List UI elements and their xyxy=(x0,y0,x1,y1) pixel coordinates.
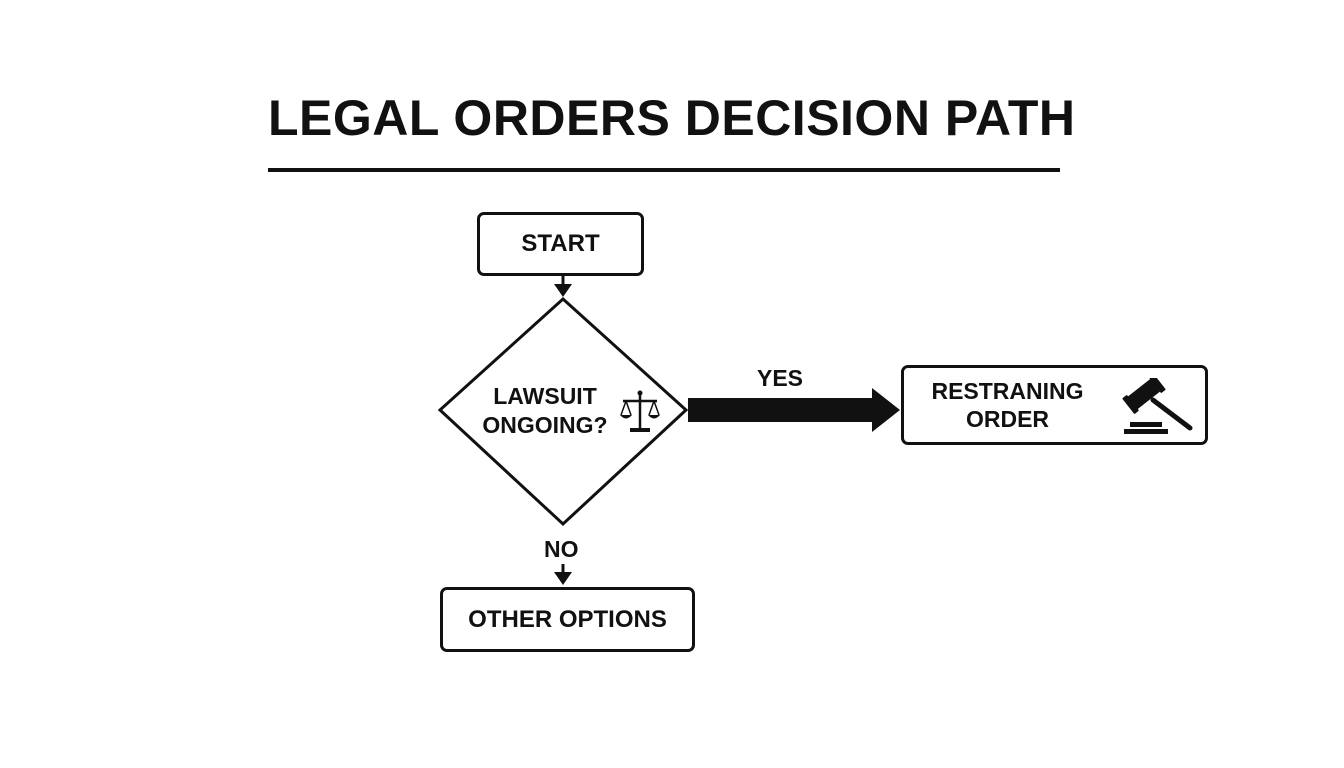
restraining-line-2: ORDER xyxy=(965,406,1050,432)
yes-arrow-shaft xyxy=(688,398,872,422)
arrowhead-start-to-decision xyxy=(554,284,572,297)
yes-arrowhead xyxy=(872,388,900,432)
decision-diamond xyxy=(437,296,689,527)
decision-line-1: LAWSUIT xyxy=(493,383,597,409)
restraining-order-node: RESTRANING ORDER xyxy=(901,365,1208,445)
other-options-node: OTHER OPTIONS xyxy=(440,587,695,652)
no-arrowhead xyxy=(554,572,572,585)
title-underline xyxy=(268,168,1060,172)
start-node-label: START xyxy=(521,230,600,257)
gavel-icon xyxy=(1122,378,1193,434)
restraining-line-1: RESTRANING xyxy=(931,378,1084,404)
restraining-order-label: RESTRANING ORDER xyxy=(920,377,1095,433)
yes-label: YES xyxy=(757,365,804,391)
no-label: NO xyxy=(544,536,579,562)
decision-line-2: ONGOING? xyxy=(482,412,608,438)
start-node: START xyxy=(477,212,644,276)
decision-node-label: LAWSUIT ONGOING? xyxy=(470,382,620,440)
balance-scale-icon xyxy=(620,390,660,432)
other-options-label: OTHER OPTIONS xyxy=(468,605,667,633)
page-title: LEGAL ORDERS DECISION PATH xyxy=(268,90,1076,146)
